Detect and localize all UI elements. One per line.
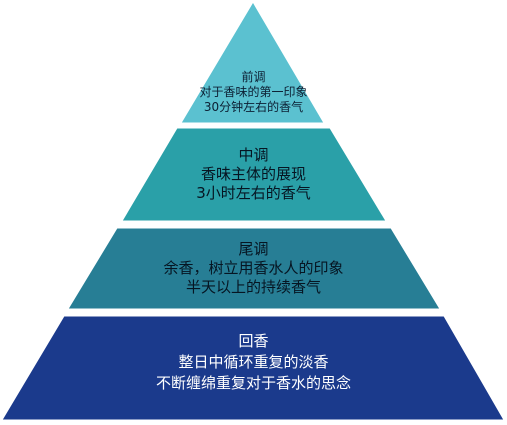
tier-base-line2: 半天以上的持续香气 [185,278,321,296]
tier-middle-title: 中调 [238,146,269,164]
tier-middle-line2: 3小时左右的香气 [196,184,311,202]
tier-echo-line2: 不断缠绵重复对于香水的思念 [155,374,351,392]
tier-echo-line1: 整日中循环重复的淡香 [178,353,329,371]
tier-middle-shape [121,127,387,222]
tier-echo-text: 回香 整日中循环重复的淡香 不断缠绵重复对于香水的思念 [0,331,507,394]
tier-base-text: 尾调 余香，树立用香水人的印象 半天以上的持续香气 [0,240,507,297]
tier-top-line2: 30分钟左右的香气 [203,100,304,114]
tier-top-text: 前调 对于香味的第一印象 30分钟左右的香气 [0,70,507,115]
tier-base-line1: 余香，树立用香水人的印象 [163,259,344,277]
tier-top-title: 前调 [241,70,266,84]
tier-echo-title: 回香 [238,332,269,350]
tier-middle-line1: 香味主体的展现 [200,165,306,183]
tier-base-title: 尾调 [238,240,269,258]
tier-base-shape [67,227,441,310]
tier-top-shape [180,1,325,124]
tier-top-line1: 对于香味的第一印象 [199,85,308,99]
tier-middle-text: 中调 香味主体的展现 3小时左右的香气 [0,146,507,203]
tier-echo-shape [1,315,505,421]
